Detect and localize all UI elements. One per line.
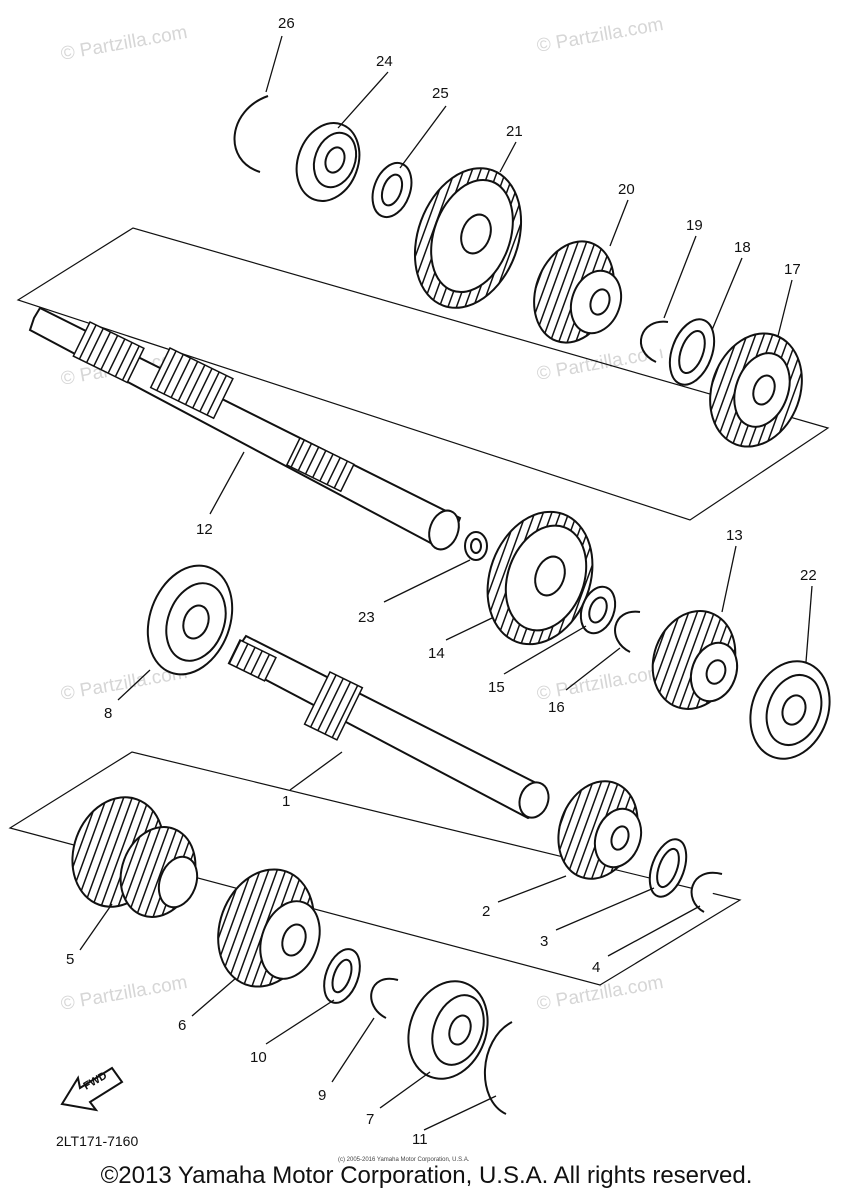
- part-23-collar: [464, 531, 488, 561]
- part-7-bearing: [407, 980, 489, 1080]
- leader-lines: [79, 35, 813, 1131]
- part-17-gear: [709, 332, 803, 448]
- part-15-washer: [579, 585, 617, 635]
- label-16: 16: [548, 699, 565, 716]
- watermark: © Partzilla.com: [59, 972, 189, 1015]
- part-20-gear: [533, 240, 623, 344]
- part-12-shaft: [28, 306, 462, 551]
- part-11-circlip: [484, 1021, 513, 1115]
- label-4: 4: [592, 959, 600, 976]
- part-19-circlip: [639, 320, 669, 363]
- label-1: 1: [282, 793, 290, 810]
- part-1-shaft: [227, 634, 550, 820]
- part-9-circlip: [370, 977, 399, 1019]
- label-20: 20: [618, 181, 635, 198]
- upper-assembly-outline: [16, 227, 830, 521]
- label-12: 12: [196, 521, 213, 538]
- diagram-code: 2LT171-7160: [56, 1133, 138, 1149]
- copyright-footer: ©2013 Yamaha Motor Corporation, U.S.A. A…: [100, 1162, 753, 1189]
- part-6-gear: [217, 868, 321, 988]
- label-15: 15: [488, 679, 505, 696]
- label-3: 3: [540, 933, 548, 950]
- part-13-gear: [651, 610, 739, 710]
- part-22-bearing: [749, 660, 831, 760]
- label-25: 25: [432, 85, 449, 102]
- part-3-washer: [648, 838, 688, 898]
- part-26-circlip: [233, 95, 269, 173]
- watermark: © Partzilla.com: [535, 972, 665, 1015]
- part-16-circlip: [614, 610, 641, 653]
- label-21: 21: [506, 123, 523, 140]
- label-26: 26: [278, 15, 295, 32]
- label-5: 5: [66, 951, 74, 968]
- part-21-gear: [413, 167, 523, 309]
- watermark: © Partzilla.com: [535, 14, 665, 57]
- part-5-gear: [71, 796, 199, 918]
- lower-assembly-outline: [8, 751, 742, 986]
- label-22: 22: [800, 567, 817, 584]
- label-13: 13: [726, 527, 743, 544]
- label-19: 19: [686, 217, 703, 234]
- label-17: 17: [784, 261, 801, 278]
- part-18-washer: [668, 318, 716, 386]
- part-2-gear: [557, 780, 643, 880]
- label-18: 18: [734, 239, 751, 256]
- label-7: 7: [366, 1111, 374, 1128]
- label-9: 9: [318, 1087, 326, 1104]
- part-24-bearing: [295, 122, 361, 202]
- label-2: 2: [482, 903, 490, 920]
- part-10-washer: [323, 948, 361, 1004]
- part-25-washer: [371, 161, 413, 219]
- label-11: 11: [412, 1131, 428, 1148]
- part-4-circlip: [690, 871, 723, 913]
- label-8: 8: [104, 705, 112, 722]
- part-labels: 26 24 25 21 20 19 18 17 12 23 14 15 16 1…: [66, 15, 817, 1148]
- fwd-arrow-icon: FWD: [60, 1066, 124, 1112]
- label-23: 23: [358, 609, 375, 626]
- label-6: 6: [178, 1017, 186, 1034]
- label-24: 24: [376, 53, 393, 70]
- part-14-gear: [486, 510, 594, 646]
- label-14: 14: [428, 645, 445, 662]
- watermark: © Partzilla.com: [59, 22, 189, 65]
- small-copyright: (c) 2005-2016 Yamaha Motor Corporation, …: [338, 1157, 470, 1163]
- part-8-bearing: [146, 564, 234, 676]
- label-10: 10: [250, 1049, 267, 1066]
